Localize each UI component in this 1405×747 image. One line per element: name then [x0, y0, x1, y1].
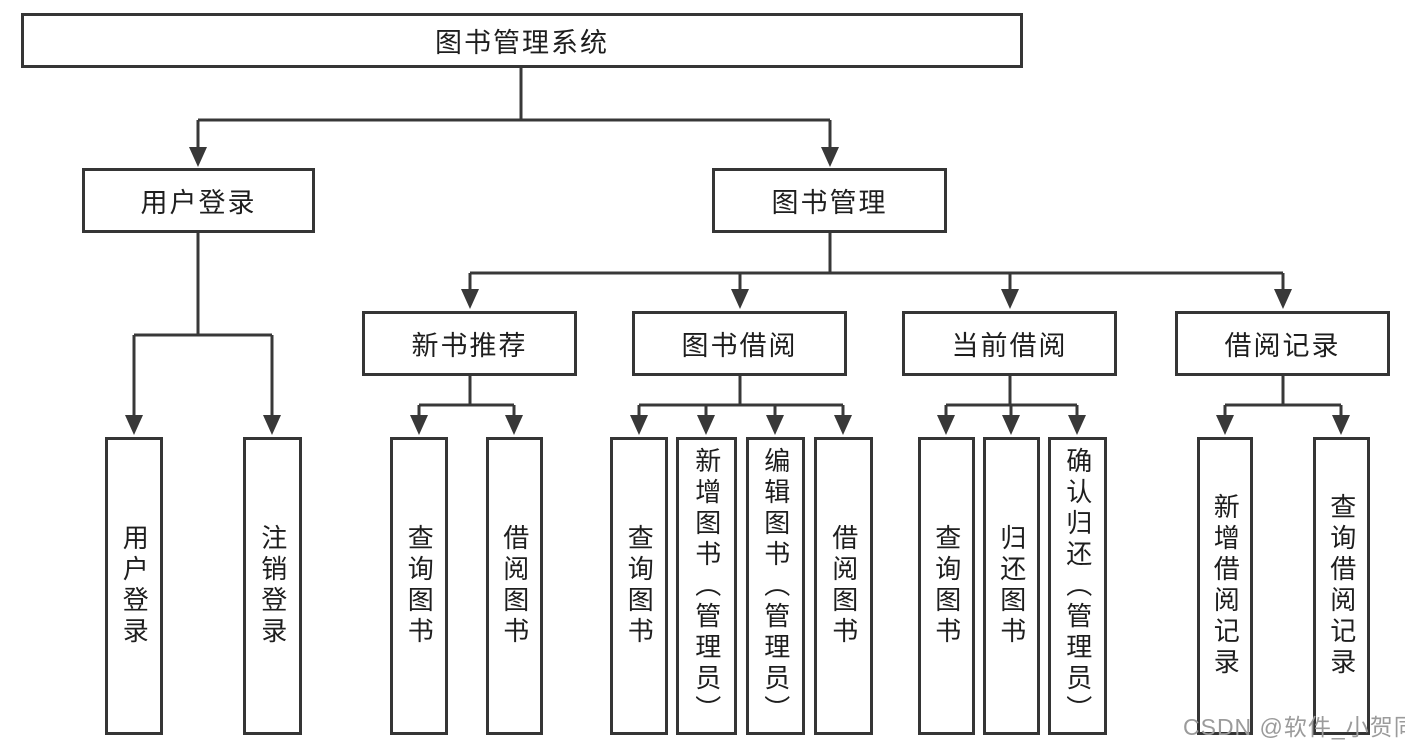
arrowhead-icons	[125, 147, 1350, 435]
node-label: 查询图书	[404, 524, 435, 648]
leaf-borrowing-borrow-books: 借阅图书	[814, 437, 873, 735]
node-label: 归还图书	[996, 524, 1027, 648]
node-label: 新增图书（管理员）	[691, 446, 722, 726]
leaf-records-add-borrow-record: 新增借阅记录	[1197, 437, 1253, 735]
node-label: 图书借阅	[681, 331, 798, 361]
leaf-recommend-query-books: 查询图书	[390, 437, 448, 735]
leaf-user-login-action: 用户登录	[105, 437, 163, 735]
node-label: 当前借阅	[951, 331, 1068, 361]
node-label: 查询借阅记录	[1326, 493, 1357, 679]
node-label: 借阅记录	[1224, 331, 1341, 361]
leaf-logout-action: 注销登录	[243, 437, 302, 735]
leaf-current-return-books: 归还图书	[983, 437, 1040, 735]
node-label: 图书管理	[771, 188, 888, 218]
node-label: 借阅图书	[828, 524, 859, 648]
leaf-records-query-borrow-record: 查询借阅记录	[1313, 437, 1370, 735]
node-label: 查询图书	[624, 524, 655, 648]
leaf-current-confirm-return-admin: 确认归还（管理员）	[1048, 437, 1107, 735]
node-label: 新增借阅记录	[1210, 493, 1241, 679]
node-label: 借阅图书	[499, 524, 530, 648]
node-label: 编辑图书（管理员）	[760, 446, 791, 726]
tree-edges	[132, 68, 1343, 421]
leaf-current-query-books: 查询图书	[918, 437, 975, 735]
leaf-borrowing-add-books-admin: 新增图书（管理员）	[676, 437, 737, 735]
csdn-watermark: CSDN @软件_小贺同学	[1183, 714, 1405, 740]
node-label: 图书管理系统	[435, 28, 609, 58]
node-label: 用户登录	[140, 188, 257, 218]
node-current-borrowing: 当前借阅	[902, 311, 1117, 376]
node-label: 查询图书	[931, 524, 962, 648]
node-label: 新书推荐	[411, 331, 528, 361]
node-borrowing-records: 借阅记录	[1175, 311, 1390, 376]
leaf-borrowing-query-books: 查询图书	[610, 437, 668, 735]
node-new-book-recommend: 新书推荐	[362, 311, 577, 376]
node-label: 用户登录	[119, 524, 150, 648]
node-label: 确认归还（管理员）	[1062, 446, 1093, 726]
node-book-borrowing: 图书借阅	[632, 311, 847, 376]
leaf-borrowing-edit-books-admin: 编辑图书（管理员）	[746, 437, 805, 735]
node-library-system: 图书管理系统	[21, 13, 1023, 68]
node-user-login: 用户登录	[82, 168, 315, 233]
leaf-recommend-borrow-books: 借阅图书	[486, 437, 543, 735]
node-label: 注销登录	[257, 524, 288, 648]
node-book-management: 图书管理	[712, 168, 947, 233]
